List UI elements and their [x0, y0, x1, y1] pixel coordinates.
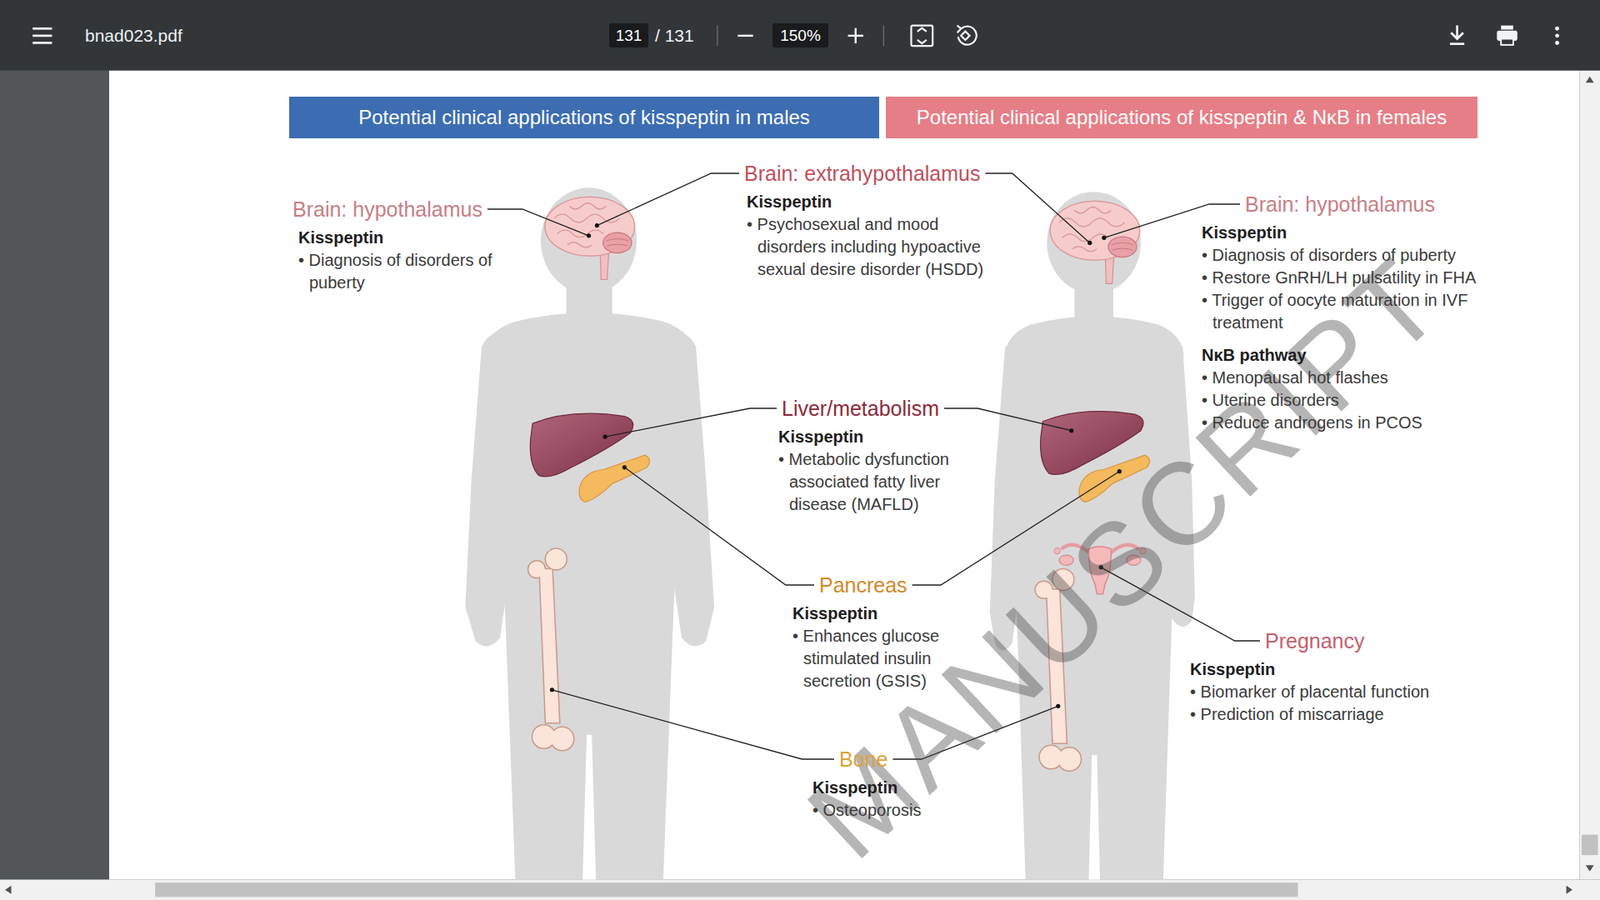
leader-line: [944, 408, 1072, 431]
header-band: Potential clinical applications of kissp…: [885, 96, 1478, 139]
bullet-text: • Diagnosis of disorders of puberty: [1201, 244, 1502, 267]
callout-heading: Pregnancy: [1265, 628, 1365, 654]
leader-dot: [550, 687, 555, 692]
leader-dot: [1055, 704, 1060, 709]
leader-dot: [1101, 235, 1106, 240]
agent-name: Kisspeptin: [298, 226, 507, 250]
leader-line: [605, 408, 777, 437]
menu-icon: [32, 28, 52, 43]
agent-name: Kisspeptin: [812, 776, 980, 800]
bullet-text: • Diagnosis of disorders of puberty: [298, 249, 507, 295]
callout-heading: Liver/metabolism: [781, 395, 940, 421]
page-number-box: 131: [609, 23, 649, 48]
leg-gap: [1089, 755, 1100, 880]
zoom-level-box: 150%: [772, 23, 829, 48]
scroll-arrow: [1566, 885, 1573, 895]
leader-dot: [603, 434, 608, 439]
bullet-text: • Uterine disorders: [1201, 389, 1502, 412]
bullet-text: • Biomarker of placental function: [1190, 680, 1465, 704]
agent-name: Kisspeptin: [1201, 221, 1502, 245]
leader-dot: [1087, 240, 1092, 245]
bullet-text: • Enhances glucose stimulated insulin se…: [792, 625, 960, 693]
femur-illustration: [528, 549, 574, 750]
brain-illustration: [545, 196, 635, 280]
bullet-text: • Psychosexual and mood disorders includ…: [746, 213, 997, 281]
toolbar-separator: [716, 25, 718, 46]
callout-heading: Pancreas: [819, 572, 908, 598]
bullet-text: • Reduce androgens in PCOS: [1201, 411, 1502, 435]
scroll-arrow: [1585, 865, 1595, 871]
more-icon: [1555, 26, 1560, 45]
page-count: / 131: [655, 25, 695, 47]
male-silhouette: [465, 187, 715, 880]
callout-heading: Bone: [839, 746, 888, 772]
print-icon: [1496, 25, 1517, 45]
scroll-thumb: [155, 882, 1298, 897]
bullet-text: • Metabolic dysfunction associated fatty…: [778, 448, 970, 516]
leader-line: [551, 690, 835, 760]
pdf-page: [109, 70, 1580, 880]
agent-name: NκB pathway: [1201, 344, 1502, 367]
agent-name: Kisspeptin: [1190, 658, 1465, 681]
header-band: Potential clinical applications of kissp…: [289, 96, 880, 139]
leader-line: [487, 209, 590, 236]
brain-illustration: [1050, 200, 1140, 284]
scroll-thumb: [1581, 835, 1599, 855]
leader-line: [596, 173, 740, 226]
box-text: 131: [615, 26, 643, 45]
agent-name: Kisspeptin: [778, 425, 970, 449]
callout-body: Kisspeptin• Osteoporosis: [812, 776, 980, 822]
leader-line: [985, 173, 1090, 243]
callout-heading: Brain: extrahypothalamus: [744, 160, 980, 186]
box-text: 150%: [780, 26, 821, 45]
callout-body: Kisspeptin• Diagnosis of disorders of pu…: [1201, 221, 1502, 435]
rotate-icon: [957, 25, 977, 45]
vertical-scrollbar: [1580, 70, 1600, 880]
leader-dot: [595, 223, 600, 228]
toolbar-separator: [883, 25, 885, 46]
leader-dot: [586, 233, 591, 238]
download-icon: [1450, 25, 1465, 45]
bullet-text: • Osteoporosis: [812, 799, 980, 822]
leader-dot: [622, 465, 627, 470]
bullet-text: • Menopausal hot flashes: [1201, 366, 1502, 390]
zoom-in-icon: [848, 28, 864, 44]
bullet-text: • Trigger of oocyte maturation in IVF tr…: [1201, 289, 1502, 335]
callout-body: Kisspeptin• Biomarker of placental funct…: [1190, 658, 1465, 726]
file-name: bnad023.pdf: [85, 25, 183, 47]
box-text: Potential clinical applications of kissp…: [916, 105, 1447, 130]
callout-body: Kisspeptin• Metabolic dysfunction associ…: [778, 425, 970, 516]
callout-heading: Brain: hypothalamus: [1245, 191, 1435, 217]
bullet-text: • Prediction of miscarriage: [1190, 703, 1465, 726]
agent-name: Kisspeptin: [792, 602, 960, 625]
toolbar: [0, 0, 1600, 70]
leader-line: [624, 467, 815, 585]
bullet-text: • Restore GnRH/LH pulsatility in FHA: [1201, 266, 1502, 290]
horizontal-scrollbar: [0, 880, 1600, 900]
agent-name: Kisspeptin: [746, 190, 997, 214]
callout-body: Kisspeptin• Psychosexual and mood disord…: [746, 190, 997, 281]
box-text: Potential clinical applications of kissp…: [358, 105, 810, 130]
fit-page-icon: [910, 25, 933, 46]
leader-dot: [1069, 428, 1074, 433]
scroll-arrow: [5, 885, 11, 895]
leg-gap: [582, 735, 596, 880]
callout-heading: Brain: hypothalamus: [292, 196, 483, 222]
callout-body: Kisspeptin• Enhances glucose stimulated …: [792, 602, 960, 693]
scroll-arrow: [1585, 76, 1595, 83]
zoom-out-icon: [737, 35, 753, 37]
leader-dot: [1117, 469, 1122, 474]
callout-body: Kisspeptin• Diagnosis of disorders of pu…: [298, 226, 507, 295]
